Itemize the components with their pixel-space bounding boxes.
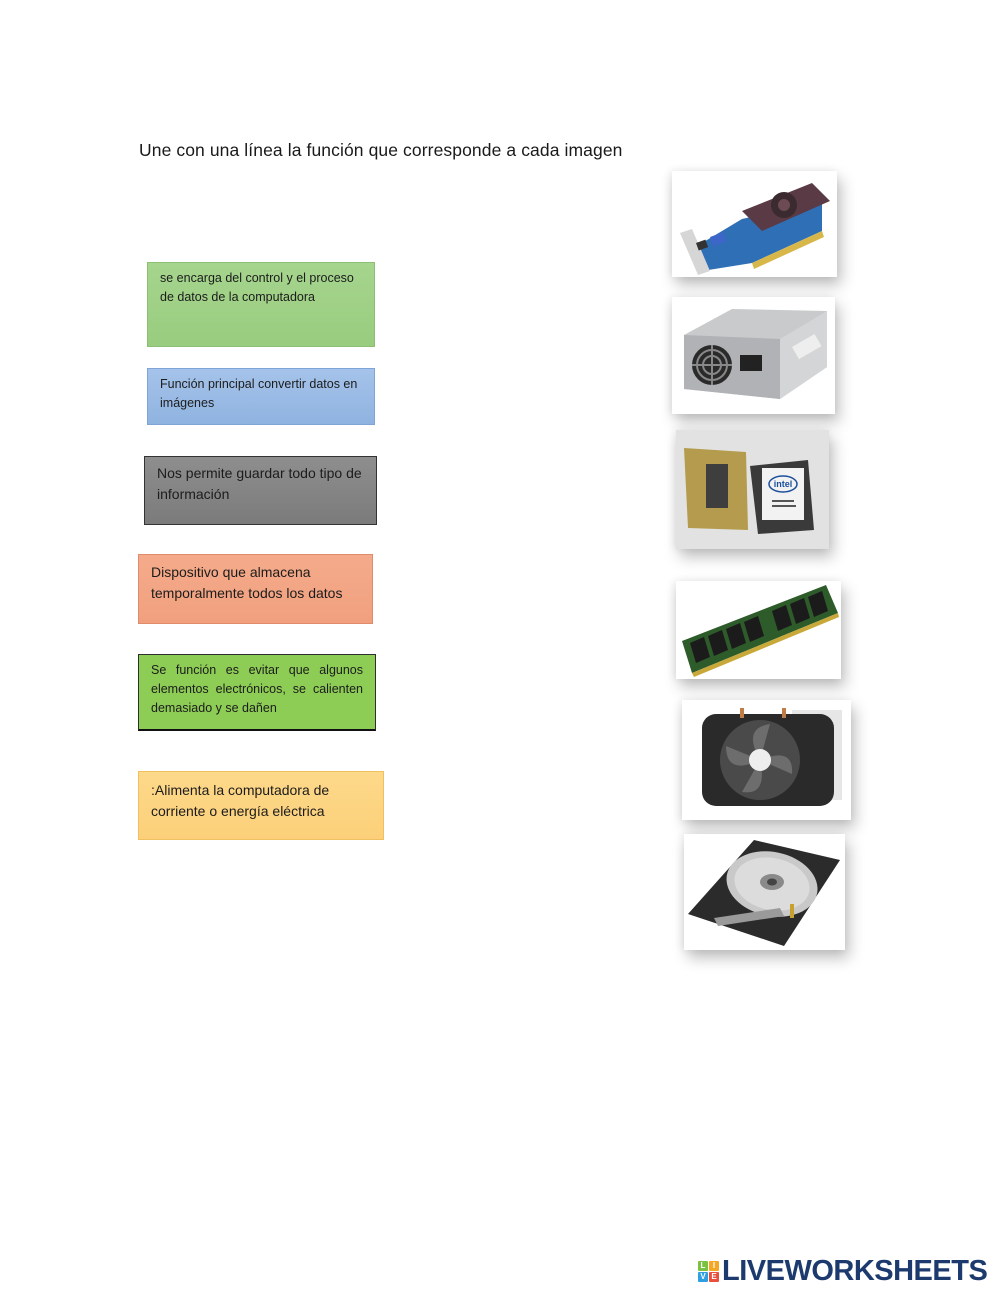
power-supply-icon: [672, 297, 835, 414]
liveworksheets-logo-icon: L I V E: [698, 1260, 719, 1282]
graphics-card-image[interactable]: [672, 171, 837, 277]
power-supply-image[interactable]: [672, 297, 835, 414]
ram-module-icon: [676, 581, 841, 679]
function-box-text: :Alimenta la computadora de corriente o …: [151, 782, 330, 819]
function-box-power-description[interactable]: :Alimenta la computadora de corriente o …: [138, 771, 384, 840]
cpu-cooler-icon: [682, 700, 851, 820]
cpu-processor-icon: intel: [676, 430, 829, 549]
function-box-storage-description[interactable]: Nos permite guardar todo tipo de informa…: [144, 456, 377, 525]
hard-disk-drive-image[interactable]: [684, 834, 845, 950]
function-box-text: Se función es evitar que algunos element…: [151, 663, 363, 715]
function-box-text: Nos permite guardar todo tipo de informa…: [157, 465, 362, 502]
function-box-cooler-description[interactable]: Se función es evitar que algunos element…: [138, 654, 376, 731]
function-box-cpu-description[interactable]: se encarga del control y el proceso de d…: [147, 262, 375, 347]
function-box-ram-description[interactable]: Dispositivo que almacena temporalmente t…: [138, 554, 373, 624]
logo-text: LIVEWORKSHEETS: [722, 1254, 988, 1287]
ram-module-image[interactable]: [676, 581, 841, 679]
cpu-processor-image[interactable]: intel: [676, 430, 829, 549]
svg-text:intel: intel: [774, 479, 793, 489]
graphics-card-icon: [672, 171, 837, 277]
liveworksheets-logo[interactable]: L I V E LIVEWORKSHEETS: [698, 1254, 988, 1287]
instruction-title: Une con una línea la función que corresp…: [139, 140, 623, 160]
function-box-text: Función principal convertir datos en imá…: [160, 377, 358, 410]
function-box-text: se encarga del control y el proceso de d…: [160, 271, 354, 304]
function-box-text: Dispositivo que almacena temporalmente t…: [151, 564, 343, 601]
function-box-graphics-description[interactable]: Función principal convertir datos en imá…: [147, 368, 375, 425]
cpu-cooler-image[interactable]: [682, 700, 851, 820]
hard-disk-drive-icon: [684, 834, 845, 950]
